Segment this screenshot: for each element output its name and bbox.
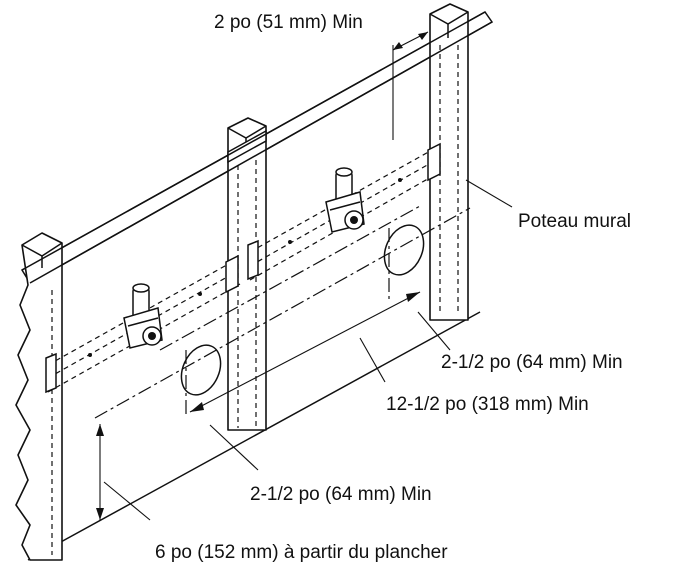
label-right-offset: 2-1/2 po (64 mm) Min	[441, 352, 623, 373]
wall-stud-middle	[227, 117, 267, 431]
label-floor-height: 6 po (152 mm) à partir du plancher	[155, 542, 448, 563]
valve-right	[325, 167, 365, 233]
wall-stud-left	[15, 232, 63, 561]
label-top-clearance: 2 po (51 mm) Min	[214, 12, 363, 33]
label-left-offset: 2-1/2 po (64 mm) Min	[250, 484, 432, 505]
label-center-spacing: 12-1/2 po (318 mm) Min	[386, 394, 589, 415]
floor-edge	[27, 311, 481, 561]
drain-hole-left	[180, 344, 222, 396]
valve-left	[123, 283, 163, 349]
leader-lines	[103, 179, 513, 521]
label-wall-stud: Poteau mural	[518, 211, 631, 232]
dimension-lines	[94, 31, 471, 520]
drain-hole-right	[383, 224, 425, 276]
wall-stud-right	[429, 3, 469, 321]
